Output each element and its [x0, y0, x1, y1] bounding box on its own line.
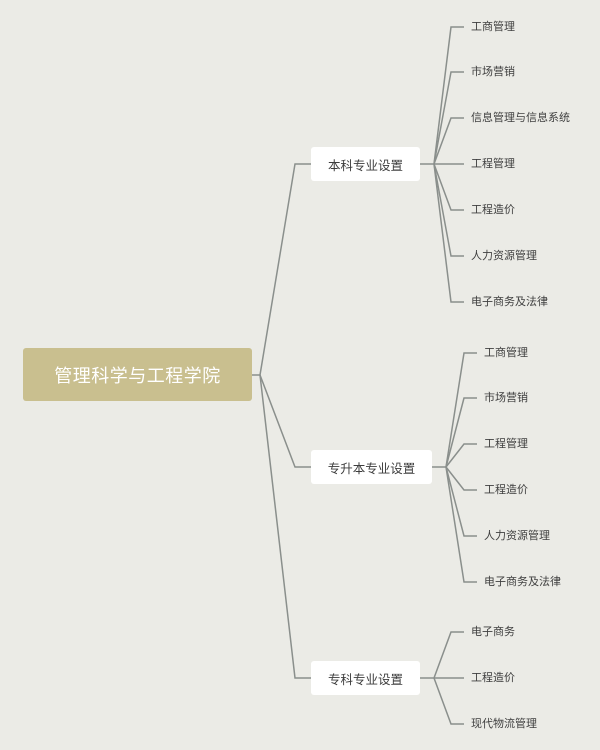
branch-node-upgrade[interactable]: 专升本专业设置 [311, 450, 432, 484]
branch-node-label: 专升本专业设置 [327, 460, 416, 476]
leaf-node[interactable]: 工商管理 [484, 346, 528, 359]
leaf-node[interactable]: 现代物流管理 [471, 717, 537, 730]
leaf-node[interactable]: 电子商务 [471, 625, 515, 638]
leaf-node[interactable]: 人力资源管理 [484, 529, 550, 542]
branch-node-junior-college[interactable]: 专科专业设置 [311, 661, 420, 695]
leaf-node[interactable]: 工程造价 [471, 203, 515, 216]
leaf-node[interactable]: 人力资源管理 [471, 249, 537, 262]
leaf-node[interactable]: 工程造价 [484, 483, 528, 496]
leaf-node[interactable]: 电子商务及法律 [484, 575, 561, 588]
branch-node-label: 专科专业设置 [327, 671, 403, 687]
leaf-node[interactable]: 工程造价 [471, 671, 515, 684]
connector-root-branch-2 [259, 374, 311, 468]
connector-root-branch-1 [252, 163, 311, 376]
leaf-node[interactable]: 信息管理与信息系统 [471, 111, 570, 124]
root-node-label: 管理科学与工程学院 [54, 365, 221, 387]
leaf-node[interactable]: 市场营销 [484, 391, 528, 404]
leaf-node[interactable]: 市场营销 [471, 65, 515, 78]
connector-root-branch-3 [259, 374, 311, 679]
root-node[interactable]: 管理科学与工程学院 [23, 348, 252, 401]
leaf-node[interactable]: 工商管理 [471, 20, 515, 33]
leaf-node[interactable]: 工程管理 [484, 437, 528, 450]
leaf-node[interactable]: 工程管理 [471, 157, 515, 170]
leaf-node[interactable]: 电子商务及法律 [471, 295, 548, 308]
branch-node-undergraduate[interactable]: 本科专业设置 [311, 147, 420, 181]
branch-node-label: 本科专业设置 [327, 157, 403, 173]
